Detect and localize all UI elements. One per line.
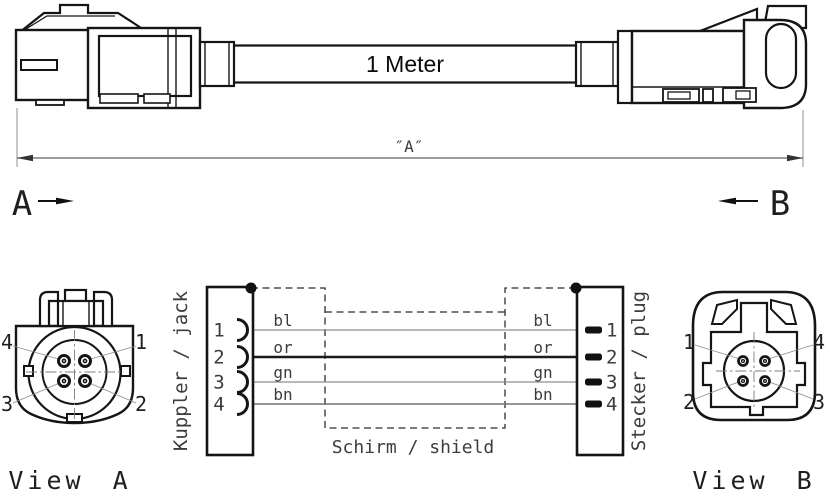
view-a-pin-bottom-right: 2 [135,392,147,416]
view-a-pin-top-right: 1 [135,330,147,354]
wire-3-color-left: gn [273,363,292,382]
connector-b-flange [616,29,634,105]
arrow-right-icon [56,197,74,205]
view-a-title: View A [8,466,131,495]
view-b-leader-3 [766,380,814,400]
jack-contact-4 [236,392,249,416]
view-b-pin-bottom-right: 3 [813,390,825,414]
jack-pin-1: 1 [213,320,224,342]
view-a-pins [57,354,92,388]
wire-2-color-right: or [533,338,553,357]
wire-4-color-right: bn [533,385,552,404]
plug-contact-4 [585,400,602,408]
jack-pin-3: 3 [213,372,224,394]
wiring-schematic: Schirm / shield bl bl or or gn gn bn bn [170,282,650,458]
plug-pin-4: 4 [606,394,617,416]
connector-b-ferrule [574,40,620,88]
view-a-latch-hook-left [38,290,60,328]
plug-pin-1: 1 [606,320,617,342]
view-b-pin-bottom-left: 2 [683,390,695,414]
view-b-face: 1 4 2 3 View B [683,290,825,495]
view-a-pin-bottom-left: 3 [1,392,13,416]
end-b-marker: B [718,184,790,224]
view-b-title: View B [692,466,815,495]
view-a-latch-block [56,299,96,328]
view-b-leader-4 [767,344,814,360]
end-a-label: A [12,184,32,224]
end-a-marker: A [12,184,74,224]
connector-a-side-view [14,3,236,110]
cable-length-label: 1 Meter [366,51,444,77]
view-b-pins [737,355,771,387]
dimension-label: ″A″ [395,137,424,156]
shield-node-left [245,282,257,294]
wire-2-color-left: or [273,338,293,357]
view-b-corner-cutout-right [770,298,798,325]
view-a-face: 4 1 3 2 View A [1,288,147,495]
connector-b-seal-oval [764,22,798,90]
view-a-leader-4 [12,345,63,361]
view-a-pin-top-left: 4 [1,330,13,354]
wire-3-color-right: gn [533,363,552,382]
jack-connector-label: Kuppler / jack [170,290,192,451]
plug-pin-3: 3 [606,372,617,394]
plug-pin-2: 2 [606,347,617,369]
jack-pin-2: 2 [213,347,224,369]
jack-pin-4: 4 [213,394,224,416]
view-a-latch-tab [63,288,88,303]
wire-1: bl bl [247,311,586,331]
cable: 1 Meter [234,44,576,84]
view-a-latch-hook-right [92,290,114,328]
plug-contact-3 [585,378,602,386]
wire-1-color-left: bl [273,311,292,330]
wire-4: bn bn [247,385,586,405]
view-b-leader-2 [694,380,742,400]
connector-b-side-view [574,4,808,110]
view-b-pin-top-left: 1 [683,330,695,354]
wire-2: or or [247,338,586,359]
plug-contact-1 [585,326,602,334]
end-b-label: B [770,184,790,224]
dimension-arrow-right [787,154,803,162]
jack-contact-3 [236,370,249,394]
connector-a-latch-line [25,15,115,30]
connector-a-slot [20,59,58,71]
jack-contact-2 [236,345,249,369]
view-b-corner-cutout-left [710,298,738,325]
plug-connector-label: Stecker / plug [628,291,650,451]
wire-3: gn gn [247,363,586,383]
jack-connector-box: 1 2 3 4 Kuppler / jack [170,282,257,457]
view-a-leader-1 [86,345,137,361]
shield-label: Schirm / shield [332,437,495,458]
wire-4-color-left: bn [273,385,292,404]
view-a-key-right [120,365,131,377]
shield-outline [251,287,576,429]
view-b-leader-1 [694,344,741,360]
arrow-left-icon [718,197,736,205]
plug-contact-2 [585,353,602,361]
overall-dimension: ″A″ [16,108,804,167]
view-a-key-left [23,365,34,377]
view-a-leader-3 [12,381,63,404]
connector-a-rear-step [35,99,65,106]
view-a-leader-2 [86,381,137,404]
view-b-inner-profile [701,301,807,417]
dimension-arrow-left [17,154,33,162]
shield-node-right [570,282,582,294]
plug-connector-box: 1 2 3 4 Stecker / plug [570,282,650,457]
wire-1-color-right: bl [533,311,552,330]
jack-contact-1 [236,318,249,342]
view-b-pin-top-right: 4 [813,330,825,354]
